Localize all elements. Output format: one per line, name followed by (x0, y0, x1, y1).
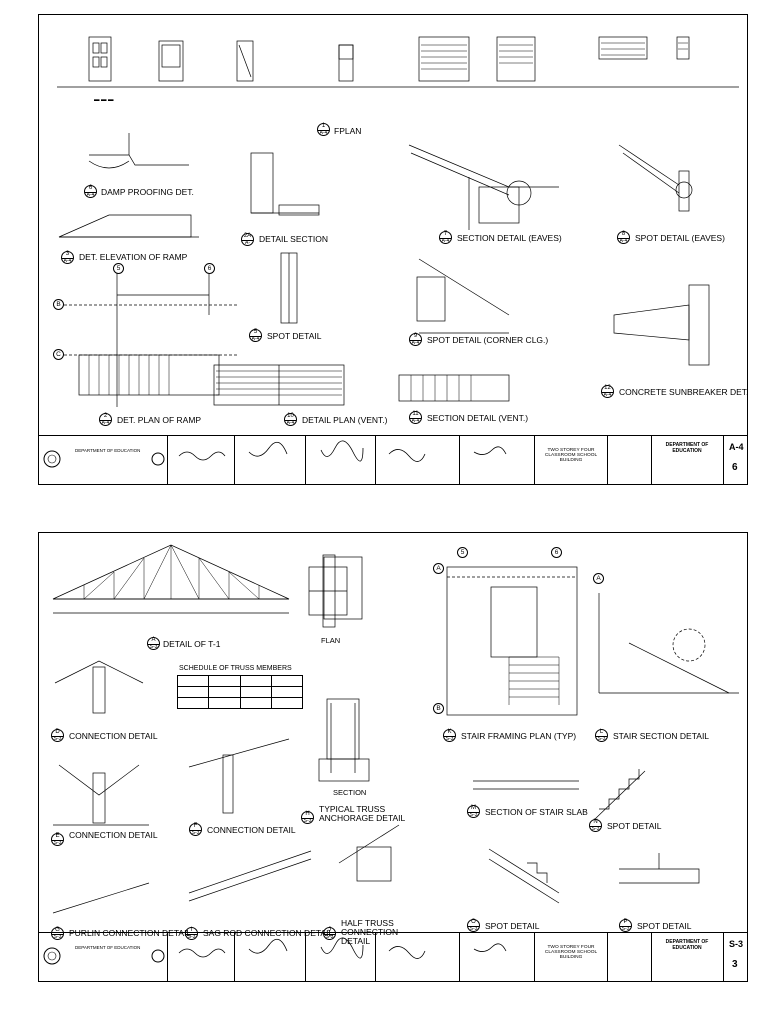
grid-bubble-c: C (53, 349, 64, 360)
detail-title-ramp-plan: DET. PLAN OF RAMP (117, 415, 202, 425)
detail-title-spot-n: SPOT DETAIL (607, 821, 662, 831)
detail-title-purlin: PURLIN CONNECTION DETAIL (69, 928, 192, 938)
grid-bubble-b: B (53, 299, 64, 310)
detail-title-stair-framing: STAIR FRAMING PLAN (TYP) (461, 731, 577, 741)
detail-title-ramp-elevation: DET. ELEVATION OF RAMP (79, 252, 188, 262)
detail-title-stair-section: STAIR SECTION DETAIL (613, 731, 710, 741)
detail-title-detail-section: DETAIL SECTION (259, 234, 328, 244)
schedule-title: SCHEDULE OF TRUSS MEMBERS (179, 665, 292, 672)
project-title: TWO STOREY FOUR CLASSROOM SCHOOL BUILDIN… (544, 448, 598, 463)
grid-bubble-b: B (433, 703, 444, 714)
detail-title-damp-proofing: DAMP PROOFING DET. (101, 187, 194, 197)
owner-name: DEPARTMENT OF EDUCATION (665, 442, 709, 454)
owner-name: DEPARTMENT OF EDUCATION (665, 939, 709, 951)
detail-title-sunbreaker: CONCRETE SUNBREAKER DET. (619, 387, 749, 397)
signatures (178, 440, 507, 462)
grid-bubble-6: 6 (204, 263, 215, 274)
legend-text: ▬ ▬ ▬ (94, 97, 114, 103)
detail-title-spot-detail: SPOT DETAIL (267, 331, 322, 341)
signatures (178, 937, 507, 959)
detail-title-connection-e: CONNECTION DETAIL (69, 830, 158, 840)
detail-title-section: SECTION (333, 788, 367, 797)
detail-title-sag-rod: SAG ROD CONNECTION DETAIL (203, 928, 334, 938)
grid-bubble-a-section: A (593, 573, 604, 584)
sheet2-linework (52, 544, 739, 914)
sheet-number: 6 (732, 462, 738, 473)
detail-title-connection-f: CONNECTION DETAIL (207, 825, 296, 835)
detail-title-vent-section: SECTION DETAIL (VENT.) (427, 413, 529, 423)
sheet-code: A-4 (729, 442, 744, 452)
agency-name: DEPARTMENT OF EDUCATION (75, 448, 141, 453)
title-block: DEPARTMENT OF EDUCATION TWO STOREY FOUR … (39, 932, 747, 981)
grid-bubble-5: 5 (457, 547, 468, 558)
seal-right-icon (151, 949, 165, 963)
detail-title-stair-slab: SECTION OF STAIR SLAB (485, 807, 588, 817)
detail-title-corner-clg: SPOT DETAIL (CORNER CLG.) (427, 335, 549, 345)
project-title: TWO STOREY FOUR CLASSROOM SCHOOL BUILDIN… (544, 945, 598, 960)
detail-title-t1: DETAIL OF T-1 (163, 639, 221, 649)
grid-bubble-a: A (433, 563, 444, 574)
title-block: DEPARTMENT OF EDUCATION TWO STOREY FOUR … (39, 435, 747, 484)
detail-title-flan: FLAN (321, 636, 341, 645)
detail-title-spot-o: SPOT DETAIL (485, 921, 540, 931)
deped-seal-icon (43, 947, 61, 965)
detail-title-half-truss: HALF TRUSS CONNECTION DETAIL (341, 918, 399, 946)
detail-title-vent-plan: DETAIL PLAN (VENT.) (302, 415, 388, 425)
detail-title-spot-p: SPOT DETAIL (637, 921, 692, 931)
truss-schedule-table (176, 675, 304, 709)
detail-title-connection-d: CONNECTION DETAIL (69, 731, 158, 741)
sheet-number: 3 (732, 959, 738, 970)
agency-name: DEPARTMENT OF EDUCATION (75, 945, 141, 950)
grid-bubble-6: 6 (551, 547, 562, 558)
seal-right-icon (151, 452, 165, 466)
sheet-code: S-3 (729, 939, 744, 949)
sheet1-linework (57, 36, 739, 407)
detail-title-fplan: FPLAN (334, 126, 362, 136)
detail-title-eaves-section: SECTION DETAIL (EAVES) (457, 233, 562, 243)
deped-seal-icon (43, 450, 61, 468)
detail-title-eaves-spot: SPOT DETAIL (EAVES) (635, 233, 725, 243)
grid-bubble-5: 5 (113, 263, 124, 274)
detail-title-anchorage: TYPICAL TRUSS ANCHORAGE DETAIL (319, 804, 406, 823)
